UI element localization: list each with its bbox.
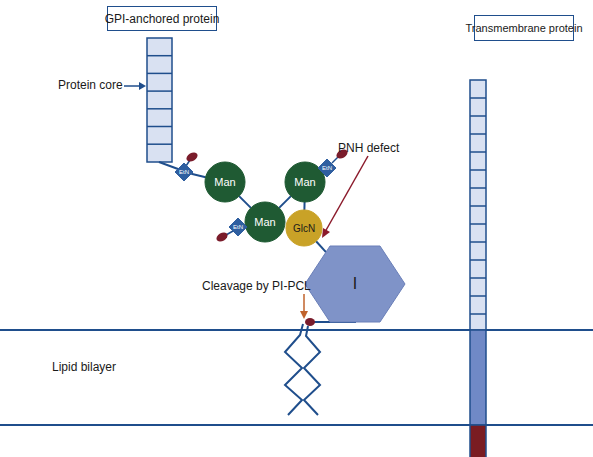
- phosphate-oval: [215, 231, 229, 244]
- arrow-head: [322, 228, 330, 238]
- bilayer-line: [0, 329, 593, 331]
- node-text: Man: [214, 176, 235, 188]
- node-text: Man: [254, 216, 275, 228]
- anchor-bond: [159, 162, 178, 169]
- mannose-circle: Man: [205, 162, 245, 202]
- node-text: Man: [294, 176, 315, 188]
- etn-diamond: EtN: [318, 159, 336, 177]
- node-text: EtN: [322, 165, 332, 171]
- node-text: EtN: [179, 169, 189, 175]
- bond-connector: [239, 196, 251, 208]
- etn-diamond: EtN: [175, 163, 193, 181]
- node-text: GlcN: [293, 223, 315, 234]
- node-text: EtN: [233, 224, 243, 230]
- etn-diamond: EtN: [229, 218, 247, 236]
- lipid-tail: [304, 326, 320, 415]
- inositol-hexagon: I: [305, 246, 405, 322]
- bond: [332, 157, 338, 163]
- transmembrane-column: [470, 80, 486, 457]
- arrow-head: [300, 311, 308, 319]
- title-box: GPI-anchored protein: [107, 6, 217, 31]
- callout-label: PNH defect: [338, 141, 399, 155]
- protein-core: [147, 38, 172, 162]
- node-text: GPI-anchored protein: [105, 12, 220, 26]
- callout-label: Cleavage by PI-PCL: [202, 279, 311, 293]
- node-text: I: [353, 275, 357, 293]
- title-box: Transmembrane protein: [474, 15, 574, 41]
- mannose-circle: Man: [245, 202, 285, 242]
- region-label: Lipid bilayer: [52, 360, 116, 374]
- bond-connector: [279, 196, 291, 208]
- bilayer-line: [0, 424, 593, 426]
- bond-connector: [191, 174, 205, 178]
- node-text: Transmembrane protein: [466, 22, 583, 34]
- bond-connector: [316, 241, 326, 252]
- bond-connector: [304, 202, 305, 210]
- part-label: Protein core: [58, 78, 123, 92]
- phosphate-oval: [185, 151, 199, 164]
- phosphate-oval: [305, 318, 315, 326]
- glucosamine-circle: GlcN: [286, 210, 322, 246]
- arrow-head: [139, 82, 146, 90]
- lipid-tail: [285, 324, 303, 415]
- leader-line: [303, 294, 305, 312]
